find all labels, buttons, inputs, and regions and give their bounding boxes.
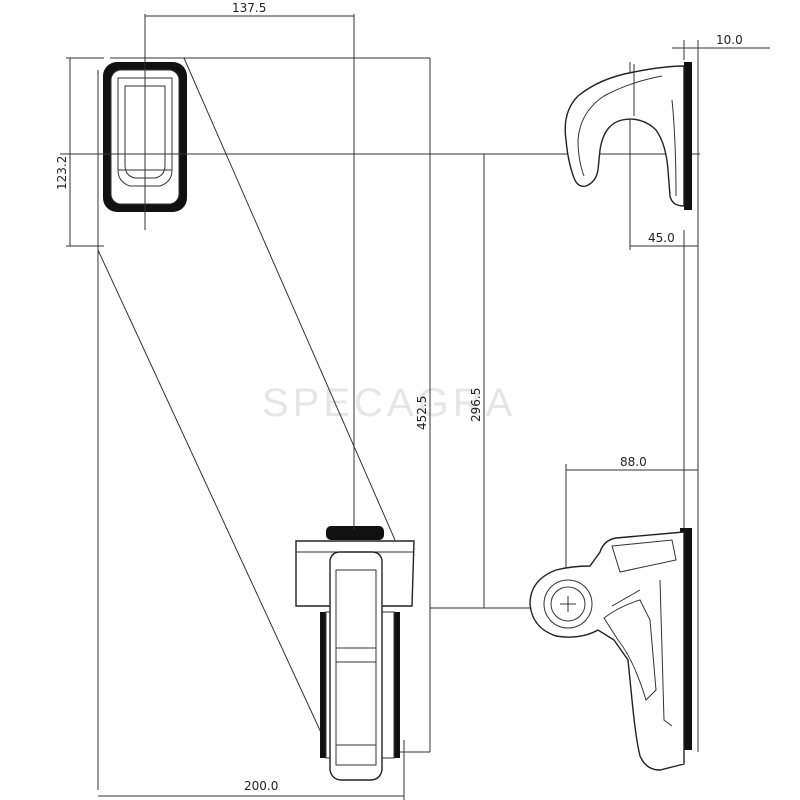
dim-side-thickness-label: 10.0 — [716, 33, 743, 47]
dim-lower-offset-label: 88.0 — [620, 455, 647, 469]
dim-total-height-label: 452.5 — [415, 396, 429, 430]
dim-mid-height-label: 296.5 — [469, 388, 483, 422]
dim-side-thickness: 10.0 — [672, 33, 770, 60]
dim-hook-depth-label: 45.0 — [648, 231, 675, 245]
dim-left-height: 123.2 — [55, 57, 104, 247]
watermark-text: SPECAGRA — [262, 381, 516, 425]
bottom-hook-side — [529, 531, 685, 771]
plate-outline — [97, 57, 430, 790]
top-hook-side — [564, 64, 685, 207]
bottom-hook-front — [295, 526, 415, 781]
dim-left-height-label: 123.2 — [55, 156, 69, 190]
dim-bottom-width: 200.0 — [98, 740, 405, 800]
dim-total-height: 452.5 — [415, 58, 431, 752]
dim-top-width-label: 137.5 — [232, 1, 266, 15]
dim-bottom-width-label: 200.0 — [244, 779, 278, 793]
dim-top-width: 137.5 — [145, 1, 354, 17]
dim-mid-height: 296.5 — [469, 154, 485, 608]
